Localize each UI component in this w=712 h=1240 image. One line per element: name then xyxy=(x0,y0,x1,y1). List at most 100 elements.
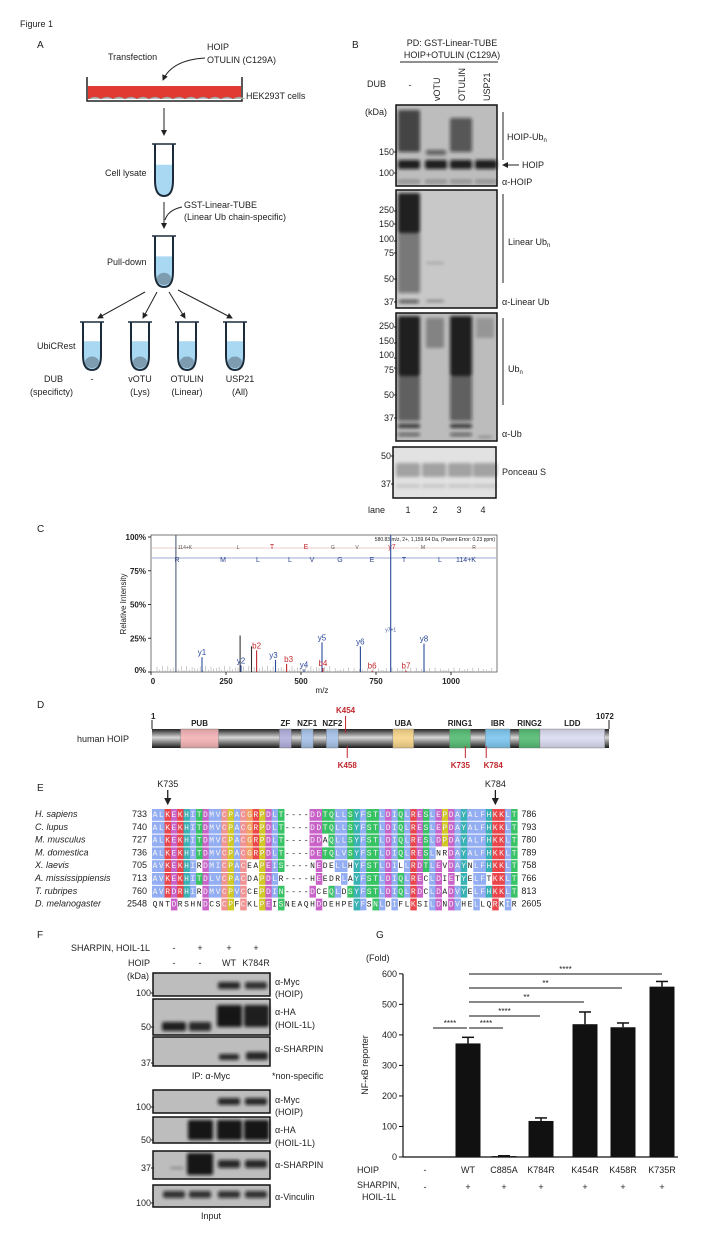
label-text: Linear Ub xyxy=(508,237,547,247)
residue-highlight xyxy=(378,860,386,872)
blot-frame xyxy=(152,998,271,1036)
residue: I xyxy=(392,824,397,833)
residue: D xyxy=(203,901,208,910)
residue-highlight xyxy=(359,898,367,911)
residue: T xyxy=(373,875,378,884)
residue-highlight xyxy=(441,834,449,847)
mw-marker: 100 xyxy=(136,1102,151,1112)
x-tick-label: 1000 xyxy=(442,677,460,686)
residue: P xyxy=(260,862,265,871)
residue: P xyxy=(260,875,265,884)
residue-highlight xyxy=(164,847,172,860)
residue-highlight xyxy=(170,898,178,911)
residue: E xyxy=(316,849,321,858)
domain-shading xyxy=(485,729,511,748)
residue: E xyxy=(348,901,353,910)
residue: - xyxy=(285,875,290,884)
residue-highlight xyxy=(473,860,480,872)
band xyxy=(218,1160,240,1168)
residue-highlight xyxy=(473,834,480,847)
residue-highlight xyxy=(196,821,203,834)
residue-highlight xyxy=(416,885,424,898)
residue-highlight xyxy=(271,834,279,847)
residue: H xyxy=(487,837,492,846)
residue: E xyxy=(468,901,473,910)
bar xyxy=(455,1043,481,1157)
residue: S xyxy=(367,862,372,871)
mw-marker: 150 xyxy=(379,147,394,157)
residue: D xyxy=(316,811,321,820)
residue-highlight xyxy=(152,860,159,872)
residue: L xyxy=(474,824,479,833)
band xyxy=(398,424,420,428)
residue: K xyxy=(493,888,498,897)
residue: - xyxy=(298,862,303,871)
x-axis-label: m/z xyxy=(316,686,329,695)
residue-highlight xyxy=(391,834,398,847)
residue: Y xyxy=(354,862,359,871)
residue-highlight xyxy=(271,847,279,860)
residue-highlight xyxy=(177,860,184,872)
y-axis-label: NF-κB reporter xyxy=(360,1035,370,1095)
domain-shading xyxy=(180,729,219,748)
residue: K xyxy=(165,811,170,820)
residue: C xyxy=(222,837,227,846)
residue: A xyxy=(455,837,460,846)
residue: A xyxy=(153,888,158,897)
residue: D xyxy=(449,849,454,858)
residue-highlight xyxy=(164,873,172,885)
residue-highlight xyxy=(189,873,197,885)
residue-highlight xyxy=(385,821,392,834)
residue: F xyxy=(480,888,485,897)
sequence: ALKEKHITDMVCPACGRPDLT----DDTQLLSYFSTLDIQ… xyxy=(153,811,517,820)
residue-highlight xyxy=(265,873,272,885)
residue: C xyxy=(222,888,227,897)
residue: L xyxy=(159,837,164,846)
residue: R xyxy=(197,862,202,871)
target-label: (HOIL-1L) xyxy=(275,1138,315,1148)
residue-highlight xyxy=(385,885,392,898)
residue: A xyxy=(468,837,473,846)
residue-highlight xyxy=(429,873,436,885)
transfection-arrow xyxy=(162,57,206,81)
residue: L xyxy=(405,875,410,884)
residue: L xyxy=(430,875,435,884)
start-position: 760 xyxy=(132,886,147,896)
residue: L xyxy=(405,837,410,846)
lane-number: 4 xyxy=(480,505,485,515)
mw-marker: 50 xyxy=(384,390,394,400)
residue: D xyxy=(449,811,454,820)
residue: N xyxy=(436,849,441,858)
bar xyxy=(610,1027,636,1157)
residue-highlight xyxy=(259,873,266,885)
residue: D xyxy=(386,875,391,884)
residue: P xyxy=(442,811,447,820)
residue: T xyxy=(512,862,517,871)
residue-highlight xyxy=(359,821,367,834)
residue-highlight xyxy=(404,873,411,885)
mw-marker: 100 xyxy=(379,168,394,178)
antibody-label: α-Vinculin xyxy=(275,1192,315,1202)
residue: L xyxy=(342,811,347,820)
panel-label-g: G xyxy=(376,930,384,941)
residue-highlight xyxy=(460,821,468,834)
blot-bands xyxy=(163,1191,267,1198)
site-label: K784 xyxy=(484,761,504,770)
dub-name: USP21 xyxy=(226,374,255,384)
residue: K xyxy=(499,862,504,871)
residue: L xyxy=(335,849,340,858)
western-blot xyxy=(152,1036,271,1067)
residue-highlight xyxy=(504,873,512,885)
residue-highlight xyxy=(511,847,518,860)
start-position: 713 xyxy=(132,873,147,883)
beads xyxy=(180,356,194,369)
residue-highlight xyxy=(177,834,184,847)
band xyxy=(422,484,446,488)
residue: T xyxy=(455,875,460,884)
residue: Y xyxy=(461,824,466,833)
residue: A xyxy=(153,837,158,846)
residue: P xyxy=(442,837,447,846)
residue-highlight xyxy=(504,809,512,821)
start-position: 733 xyxy=(132,809,147,819)
